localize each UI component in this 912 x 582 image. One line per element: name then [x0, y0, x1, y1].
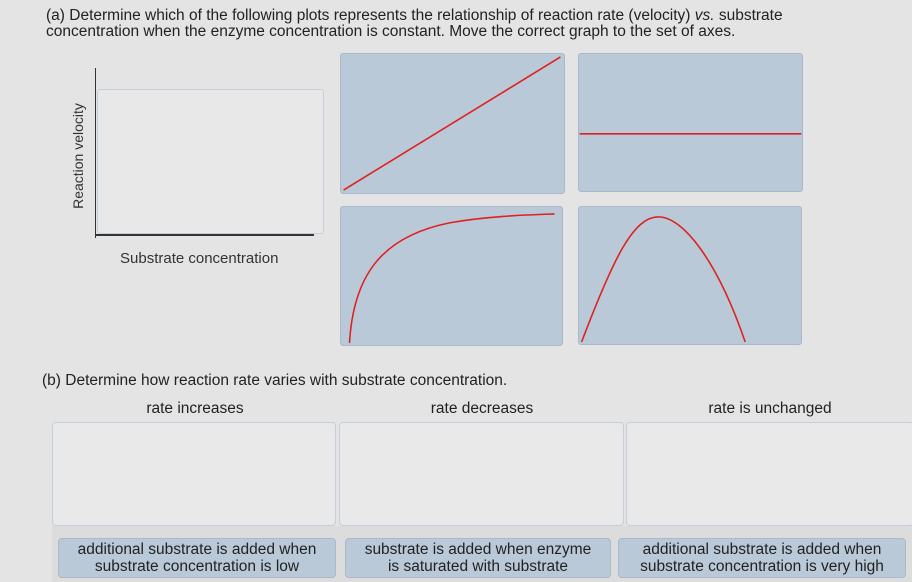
x-axis-line [95, 234, 314, 236]
token-text-line2: substrate concentration is low [94, 558, 300, 575]
graph-drop-target[interactable] [97, 89, 324, 234]
graph-option-constant[interactable] [578, 53, 803, 192]
token-substrate-low[interactable]: additional substrate is added when subst… [58, 538, 336, 578]
category-label-rate-unchanged: rate is unchanged [708, 400, 832, 417]
bin-rate-unchanged[interactable] [626, 422, 912, 526]
bell-plot [580, 216, 746, 343]
question-b-prompt: (b) Determine how reaction rate varies w… [42, 372, 508, 389]
y-axis-line [95, 68, 96, 238]
question-a-prompt: (a) Determine which of the following plo… [46, 8, 876, 40]
linear-plot [343, 56, 561, 191]
token-substrate-high[interactable]: additional substrate is added when subst… [618, 538, 906, 578]
graph-option-saturation[interactable] [340, 206, 563, 346]
bin-rate-increases[interactable] [52, 422, 336, 526]
constant-plot [579, 133, 802, 135]
graph-option-bell[interactable] [578, 206, 802, 345]
token-text-line2: is saturated with substrate [387, 558, 569, 575]
saturation-plot [348, 213, 555, 344]
token-text-line2: substrate concentration is very high [640, 558, 884, 575]
prompt-emphasis: vs. [694, 7, 715, 24]
category-label-rate-decreases: rate decreases [430, 400, 534, 417]
answer-axes: Reaction velocity Substrate concentratio… [60, 66, 330, 276]
prompt-text: (a) Determine which of the following plo… [46, 7, 695, 24]
category-label-rate-increases: rate increases [146, 400, 244, 417]
y-axis-label: Reaction velocity [70, 103, 86, 209]
bin-rate-decreases[interactable] [339, 422, 624, 526]
token-enzyme-saturated[interactable]: substrate is added when enzyme is satura… [345, 538, 611, 578]
graph-option-linear[interactable] [340, 53, 565, 194]
prompt-text-end: substrate concentration when the enzyme … [46, 7, 783, 40]
token-text-line1: substrate is added when enzyme [364, 541, 592, 558]
token-text-line1: additional substrate is added when [642, 541, 882, 558]
x-axis-label: Substrate concentration [120, 250, 279, 267]
token-text-line1: additional substrate is added when [77, 541, 317, 558]
